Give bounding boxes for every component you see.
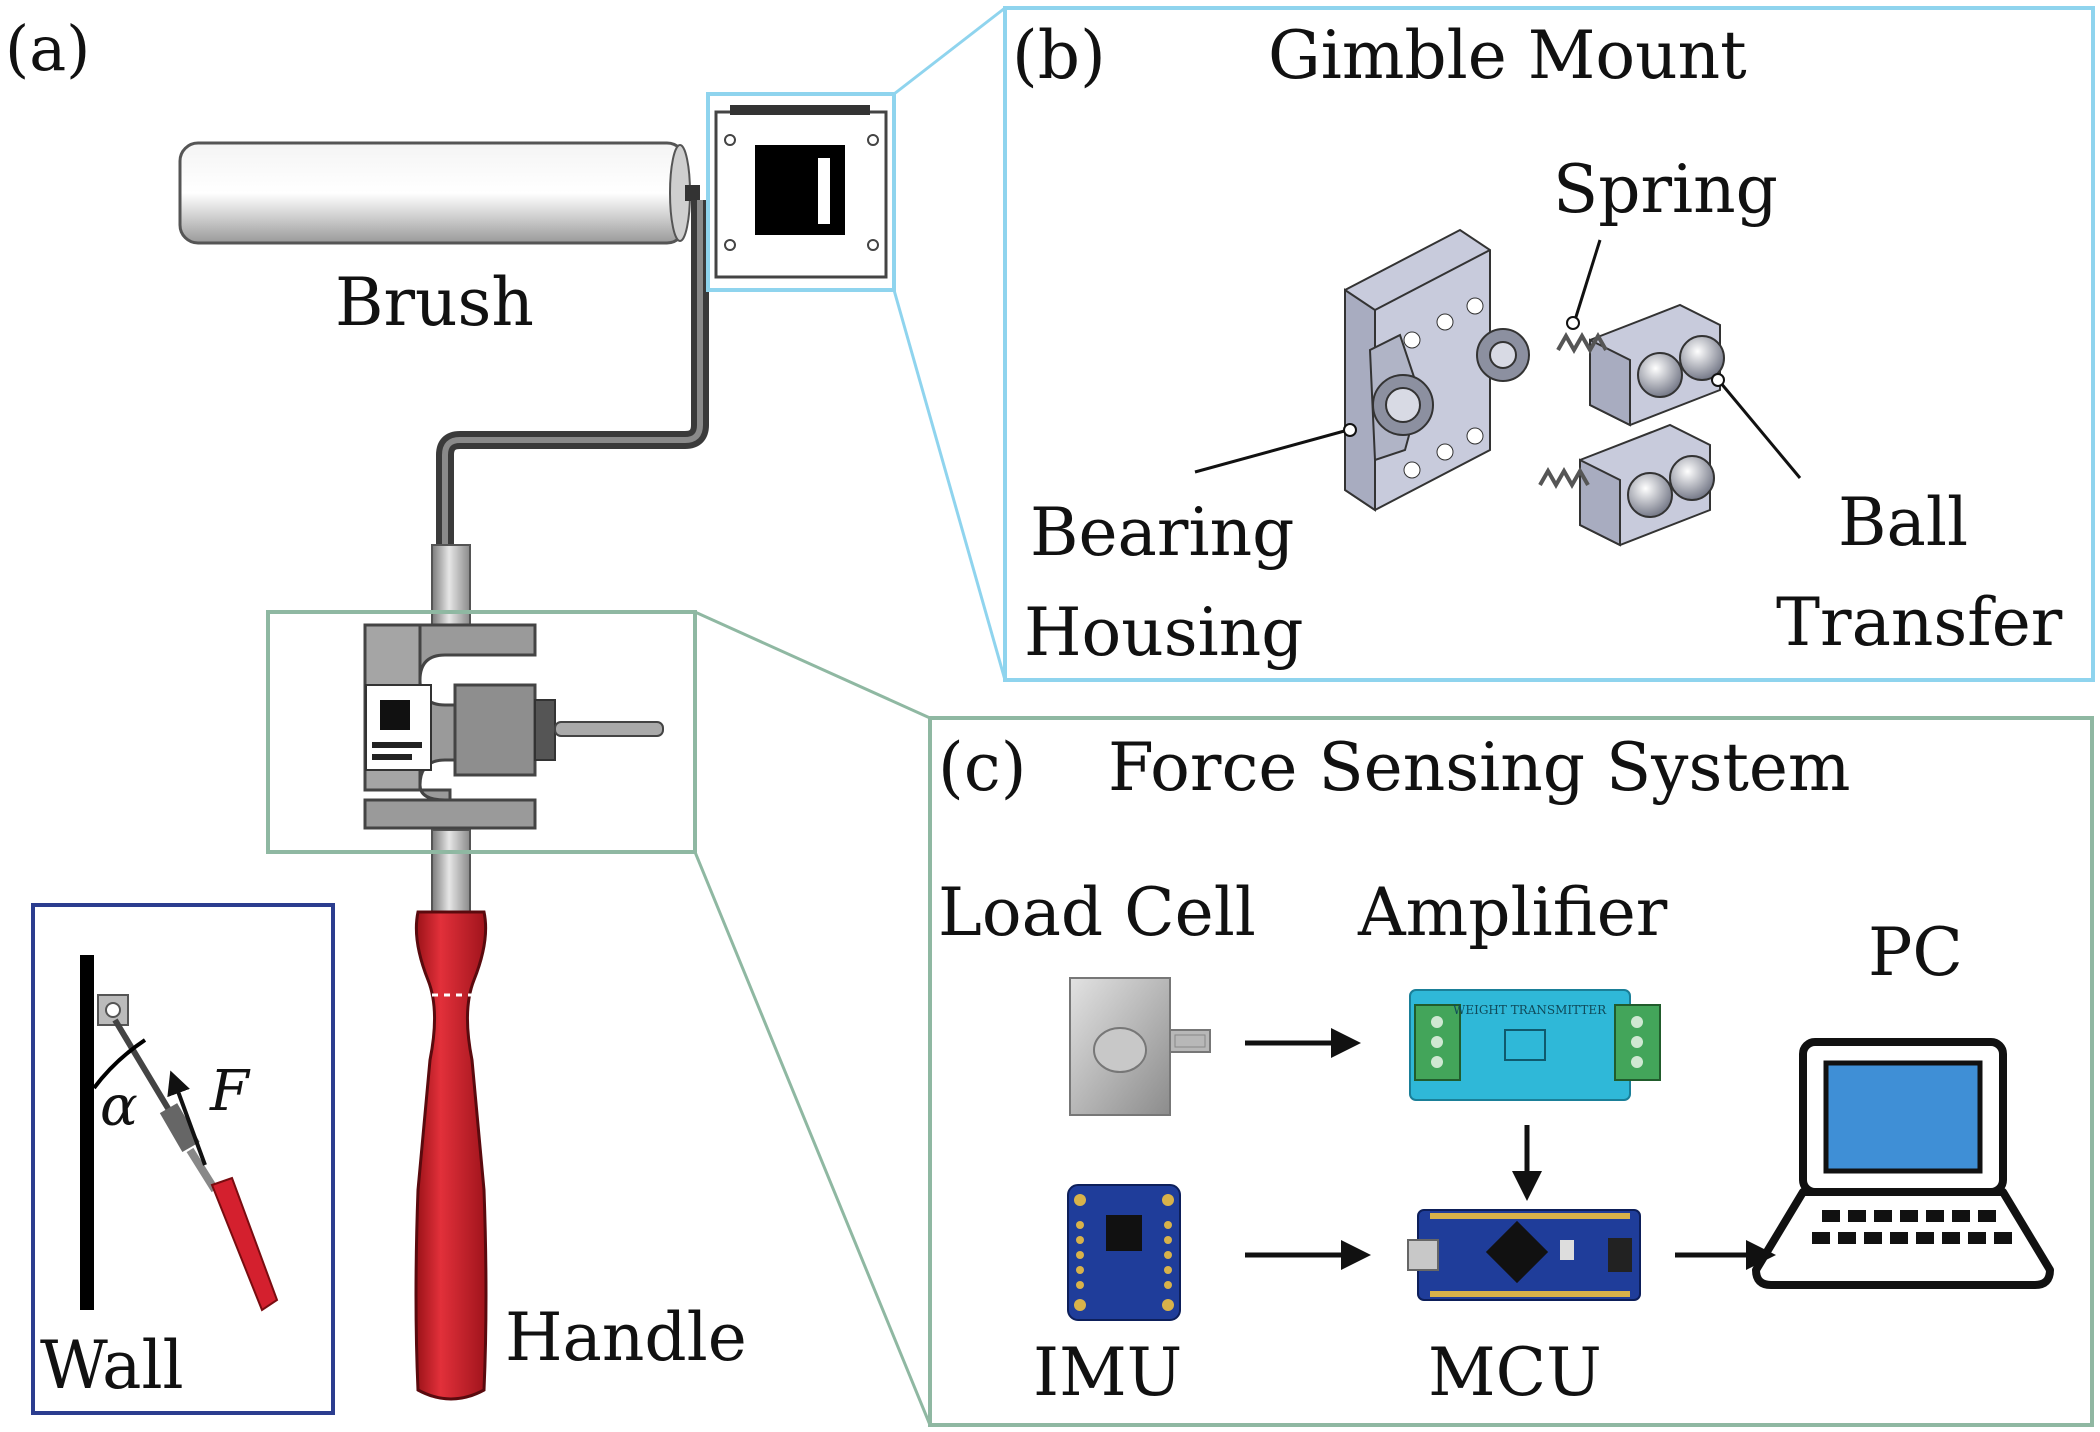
panel-b-tag: (b) [1012, 17, 1106, 94]
laptop-icon [1752, 1038, 2054, 1289]
ball-transfer-part [1538, 303, 1725, 547]
wall-inset: α F Wall [31, 903, 335, 1415]
mcu-label: MCU [1428, 1334, 1602, 1411]
zoom-box-b [706, 92, 896, 292]
bearing-label-line2: Housing [1024, 594, 1304, 671]
handle [414, 910, 488, 1401]
brush-label: Brush [335, 264, 534, 341]
force-label: F [209, 1059, 251, 1124]
amplifier-transmitter-text: WEIGHT TRANSMITTER [1453, 1003, 1607, 1017]
load-cell-assembly [363, 623, 664, 830]
ball-label-line2: Transfer [1776, 584, 2063, 661]
load-cell-label: Load Cell [938, 874, 1256, 951]
leader-lines-b [1194, 239, 1802, 479]
panel-a: (a) Brush [5, 12, 896, 1415]
handle-label: Handle [505, 1299, 747, 1376]
panel-b-title: Gimble Mount [1268, 17, 1747, 94]
panel-b-frame [1003, 6, 2095, 682]
amplifier-label: Amplifier [1357, 874, 1668, 951]
panel-c-title: Force Sensing System [1108, 729, 1851, 806]
amplifier-image: WEIGHT TRANSMITTER [1409, 989, 1661, 1101]
angle-label: α [100, 1074, 138, 1139]
spring-label: Spring [1553, 151, 1778, 228]
zoom-box-c [266, 610, 697, 854]
panel-c-tag: (c) [938, 729, 1026, 806]
wall [80, 955, 94, 1310]
pc-label: PC [1868, 914, 1963, 991]
panel-b: (b) Gimble Mount Spring [1003, 6, 2095, 682]
gimbal-mount-thumbnail [714, 105, 888, 279]
panel-c: (c) Force Sensing System Load Cell Ampli… [928, 716, 2094, 1427]
zoom-connectors [693, 6, 1007, 1426]
imu-label: IMU [1033, 1334, 1182, 1411]
panel-a-tag: (a) [5, 12, 90, 85]
load-cell-image [1069, 977, 1211, 1116]
imu-image [1067, 1184, 1181, 1321]
force-arrow [167, 1070, 207, 1166]
bearing-housing-part [1344, 228, 1530, 512]
brush-roller [178, 141, 691, 245]
wall-label: Wall [40, 1327, 184, 1404]
flow-arrows [1245, 1028, 1776, 1270]
bearing-label-line1: Bearing [1030, 494, 1294, 571]
mcu-image [1407, 1209, 1641, 1301]
frame-rod [431, 185, 709, 921]
ball-label-line1: Ball [1838, 484, 1968, 561]
